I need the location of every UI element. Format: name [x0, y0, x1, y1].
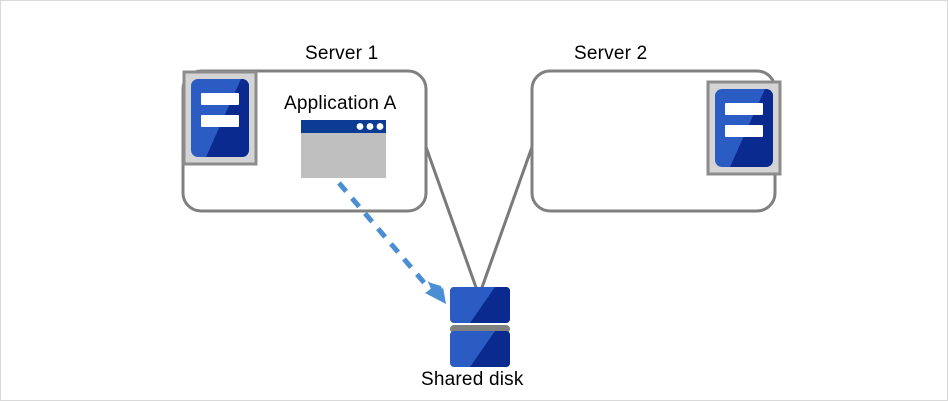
connector-application-to-disk [337, 181, 446, 304]
window-dot-1 [356, 123, 364, 130]
arrowhead-solid [428, 282, 446, 304]
application-window-icon[interactable] [301, 120, 386, 178]
server1-icon-group [182, 70, 258, 166]
server-icon-bar-bottom [201, 115, 239, 127]
disk-platter-bottom [450, 331, 510, 367]
server-icon-bar-top [725, 103, 763, 115]
window-titlebar [301, 120, 386, 133]
server-icon-bar-top [201, 93, 239, 105]
server1-label: Server 1 [305, 43, 379, 64]
server2-label: Server 2 [574, 43, 648, 64]
shared-disk-label: Shared disk [421, 369, 524, 390]
connector-server1-to-disk [424, 146, 480, 294]
connector-server2-to-disk [478, 146, 534, 294]
window-dot-3 [376, 123, 384, 130]
window-dot-2 [366, 123, 374, 130]
disk-platter-top [450, 287, 510, 323]
shared-disk-icon[interactable] [450, 287, 510, 367]
server2-icon-group [706, 80, 782, 176]
server-icon-bar-bottom [725, 125, 763, 137]
application-label: Application A [284, 93, 397, 114]
